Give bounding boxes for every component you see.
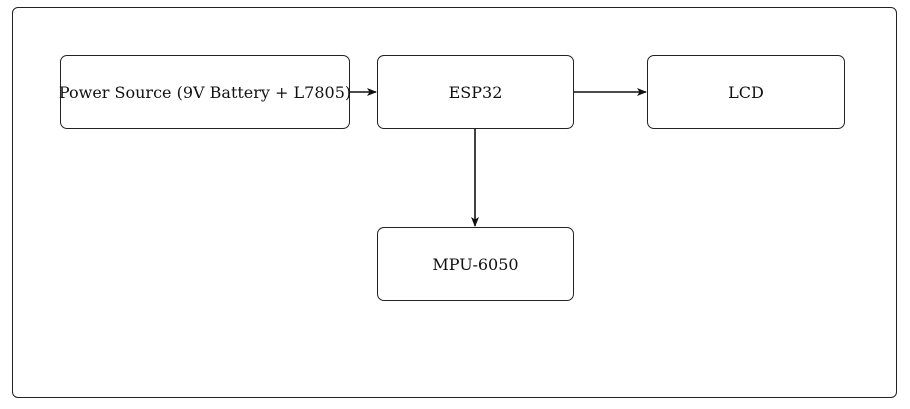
node-lcd-label: LCD — [728, 82, 764, 102]
node-esp32: ESP32 — [377, 55, 574, 129]
node-lcd: LCD — [647, 55, 845, 129]
node-mpu-6050: MPU-6050 — [377, 227, 574, 301]
node-esp32-label: ESP32 — [448, 82, 503, 102]
node-mpu-6050-label: MPU-6050 — [432, 254, 519, 274]
node-power-source: Power Source (9V Battery + L7805) — [58, 55, 352, 129]
node-power-source-label: Power Source (9V Battery + L7805) — [58, 82, 352, 102]
